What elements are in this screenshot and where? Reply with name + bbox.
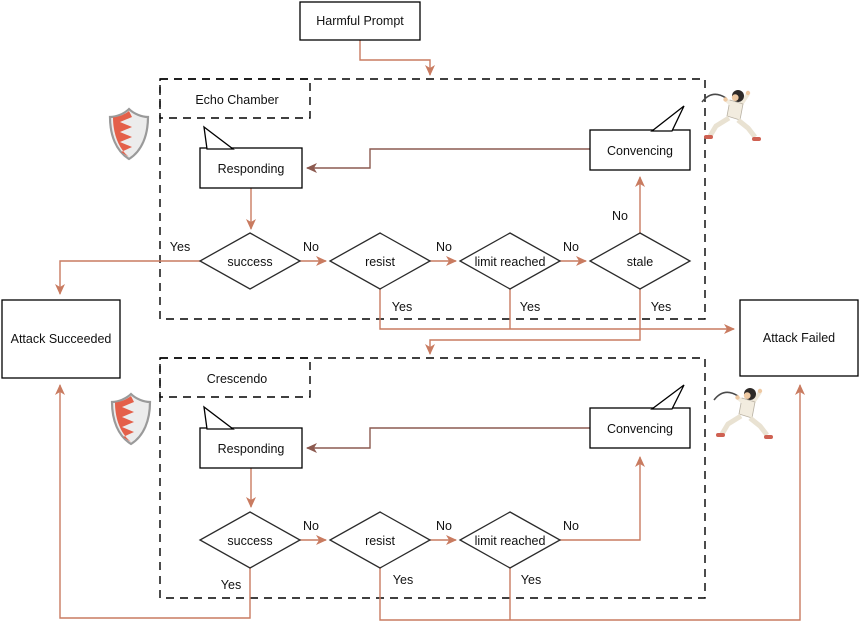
echo-chamber-container — [159, 78, 706, 320]
node-responding-1-label: Responding — [217, 161, 285, 176]
node-responding-1 — [199, 147, 303, 189]
section-title-crescendo: Crescendo — [206, 371, 268, 386]
edge-label-no: No — [436, 518, 452, 533]
edge-convincing2-to-responding2 — [306, 427, 590, 453]
decision-resist-1-label: resist — [365, 254, 395, 269]
edge-label-no: No — [563, 239, 579, 254]
shield-icon — [110, 392, 152, 446]
speech-tail-responding-2 — [203, 405, 235, 430]
decision-limit-2-label: limit reached — [474, 533, 546, 548]
edge-resist2-yes-attack-failed — [379, 384, 805, 621]
edge-label-yes: Yes — [169, 239, 191, 254]
decision-success-2-label: success — [227, 533, 273, 548]
edge-success1-yes-attack-succeeded — [55, 260, 200, 295]
node-attack-succeeded-label: Attack Succeeded — [10, 331, 112, 346]
diamond-resist-2 — [328, 511, 432, 569]
edge-limit2-no-convincing2 — [560, 456, 645, 541]
edge-label-yes: Yes — [392, 572, 414, 587]
diamond-resist-1 — [328, 232, 432, 290]
edge-label-no: No — [436, 239, 452, 254]
edge-stale-yes-crescendo — [425, 289, 641, 355]
decision-success-1-label: success — [227, 254, 273, 269]
decision-resist-2-label: resist — [365, 533, 395, 548]
node-convincing-1 — [589, 129, 691, 171]
node-responding-2 — [199, 427, 303, 469]
edge-convincing1-to-responding1 — [306, 148, 590, 173]
diamond-stale — [588, 232, 692, 290]
node-convincing-2-label: Convencing — [606, 421, 674, 436]
edge-label-no: No — [612, 208, 628, 223]
shield-icon — [108, 107, 150, 161]
echo-chamber-title-box — [159, 78, 311, 119]
edge-label-no: No — [303, 239, 319, 254]
edge-label-yes: Yes — [520, 572, 542, 587]
crescendo-title-box — [159, 357, 311, 398]
edge-label-no: No — [563, 518, 579, 533]
fencer-icon — [701, 90, 761, 141]
edge-label-yes: Yes — [650, 299, 672, 314]
diamond-success-1 — [198, 232, 302, 290]
decision-limit-1-label: limit reached — [474, 254, 546, 269]
node-attack-failed — [739, 299, 859, 377]
node-responding-2-label: Responding — [217, 441, 285, 456]
diamond-limit-reached-1 — [458, 232, 562, 290]
edge-label-yes: Yes — [391, 299, 413, 314]
speech-tail-convincing-1 — [650, 105, 685, 132]
edge-harmful-to-echo — [359, 40, 435, 76]
edge-resist1-yes-attack-failed — [379, 289, 735, 334]
diamond-limit-reached-2 — [458, 511, 562, 569]
fencer-icon — [713, 388, 773, 439]
decision-stale-label: stale — [626, 254, 654, 269]
edge-label-no: No — [303, 518, 319, 533]
node-convincing-1-label: Convencing — [606, 143, 674, 158]
node-harmful-prompt — [299, 1, 421, 41]
node-harmful-prompt-label: Harmful Prompt — [316, 13, 404, 28]
crescendo-container — [159, 357, 706, 599]
section-title-echo-chamber: Echo Chamber — [195, 92, 279, 107]
edge-label-yes: Yes — [519, 299, 541, 314]
speech-tail-convincing-2 — [650, 384, 685, 410]
edge-success2-yes-attack-succeeded — [55, 384, 251, 619]
diamond-success-2 — [198, 511, 302, 569]
speech-tail-responding-1 — [203, 125, 235, 150]
node-convincing-2 — [589, 407, 691, 449]
edge-label-yes: Yes — [220, 577, 242, 592]
node-attack-failed-label: Attack Failed — [762, 330, 836, 345]
node-attack-succeeded — [1, 299, 121, 379]
